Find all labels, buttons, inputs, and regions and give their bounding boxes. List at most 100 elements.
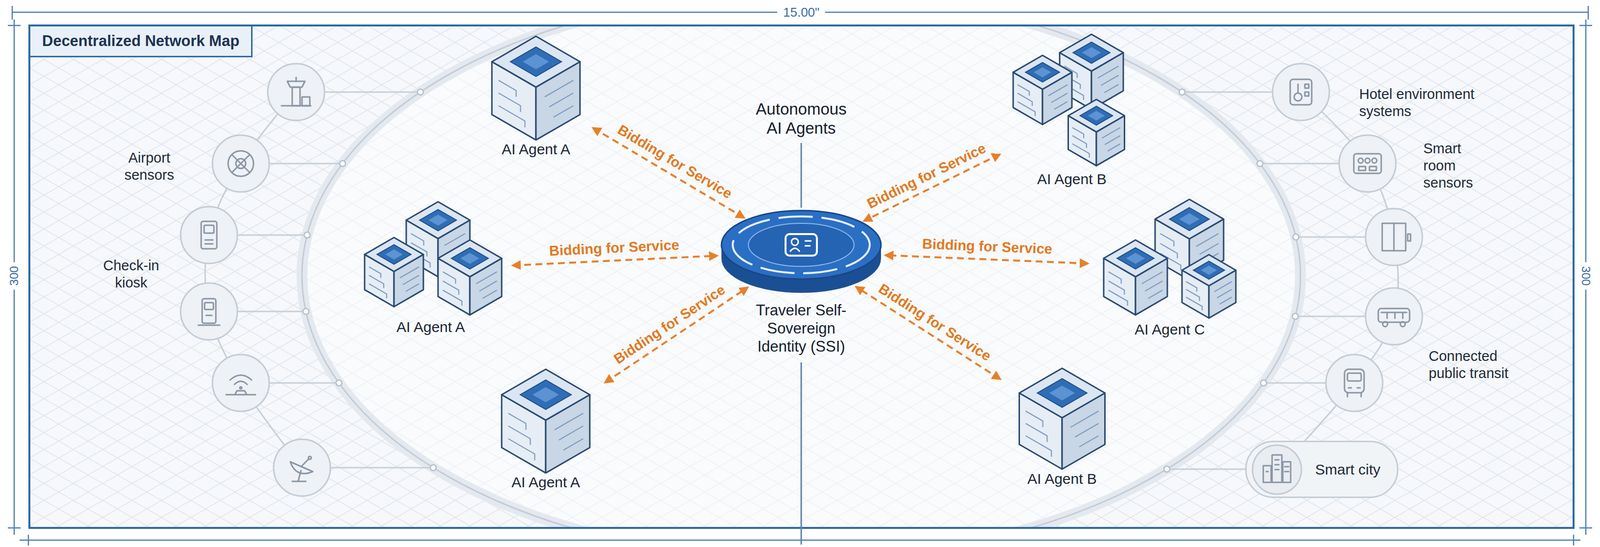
dimension-line [1579, 24, 1593, 27]
device-circle [212, 135, 270, 192]
agent-cube [1068, 99, 1125, 166]
link-dot [339, 160, 346, 167]
device-icon [1344, 369, 1365, 397]
bidding-arrow [856, 286, 1000, 379]
chip-core [1126, 252, 1146, 264]
chip [451, 247, 488, 270]
device-circle [1365, 287, 1423, 345]
circuit-trace [1108, 280, 1125, 295]
disc-inner [748, 223, 855, 267]
dimension-line [27, 534, 30, 546]
chip-core [460, 252, 480, 264]
icon-part [204, 225, 214, 233]
device-label: Hotel environment systems [1359, 85, 1507, 120]
disc-top [721, 210, 882, 279]
smart-city-pill: Smart city [1245, 440, 1399, 498]
icon-part [1348, 387, 1361, 389]
device-icon [198, 298, 220, 325]
edge-label: Bidding for Service [612, 120, 737, 204]
circuit-trace [498, 92, 521, 113]
axis-line [800, 142, 803, 208]
agent-label: AI Agent B [1027, 469, 1097, 488]
device-icon [290, 456, 313, 482]
device-link [324, 91, 421, 93]
chip-core [1088, 110, 1106, 121]
cube-top-face [1019, 368, 1106, 418]
circuit-trace [1108, 289, 1128, 306]
id-person [789, 240, 812, 252]
ai-agent: AI Agent B [1003, 367, 1121, 492]
link-dot [303, 231, 310, 238]
icon-part [292, 470, 306, 482]
ai-agent: AI Agent C [1091, 198, 1249, 343]
circuit-trace [549, 92, 574, 108]
device-link [1259, 162, 1340, 165]
agent-cubes [1003, 367, 1121, 470]
icon-part [1382, 223, 1406, 251]
icon-part [1347, 372, 1362, 381]
map-title: Decentralized Network Map [30, 26, 253, 58]
circuit-trace [1017, 92, 1033, 106]
device-link [1182, 91, 1273, 93]
device-circle [180, 206, 238, 264]
device-chain [205, 92, 302, 468]
axis-line [800, 362, 803, 545]
icon-part [234, 381, 248, 385]
device-label: Smart room sensors [1423, 139, 1492, 191]
icon-part [204, 302, 214, 310]
icon-part [228, 150, 254, 177]
agent-cubes [489, 368, 603, 474]
icon-part [231, 154, 250, 173]
device-node [267, 63, 325, 121]
dimension-text: 300 [1578, 261, 1594, 290]
circuit-trace [508, 438, 535, 461]
cube-top-face [1013, 55, 1072, 90]
chip [1025, 62, 1060, 83]
icon-part [287, 81, 305, 88]
bidding-arrow [512, 255, 718, 266]
ring-glow [301, 25, 1301, 528]
device-label: Connected public transit [1428, 347, 1532, 382]
ai-agent: AI Agent A [489, 368, 603, 495]
circuit-trace [1199, 243, 1219, 255]
agent-cube [1182, 254, 1236, 319]
bidding-arrow [885, 255, 1089, 264]
circuit-trace [1097, 66, 1119, 78]
icon-part [1358, 166, 1366, 171]
icon-part [292, 87, 301, 106]
circuit-trace [369, 283, 387, 299]
dimension-line [7, 527, 21, 529]
device-circle [180, 282, 238, 340]
icon-part [1266, 459, 1289, 472]
icon-part [295, 77, 298, 82]
link-dot [302, 308, 309, 315]
icon-part [308, 456, 312, 460]
device-link [1166, 468, 1246, 470]
circuit-trace [1141, 271, 1163, 284]
circuit-trace [498, 105, 526, 128]
circuit-trace [1079, 435, 1099, 447]
icon-part [1304, 84, 1309, 89]
icon-part [202, 298, 216, 324]
circuit-trace [1048, 84, 1068, 96]
device-link [1263, 382, 1326, 384]
agent-cube [501, 369, 590, 473]
icon-part [198, 315, 220, 325]
device-link [1295, 236, 1366, 238]
chip [1080, 106, 1114, 126]
device-node [1272, 63, 1330, 121]
dimension-lines [7, 5, 1593, 546]
node-label: Smart city [1315, 460, 1381, 479]
agent-cube [1019, 368, 1106, 469]
agent-cube [1103, 239, 1168, 315]
icon-part [1290, 79, 1312, 105]
link-dot [336, 379, 343, 386]
icon-part [1263, 465, 1272, 483]
circuit-trace [1054, 101, 1068, 110]
circuit-trace [1070, 411, 1099, 428]
device-label: Check-in kiosk [94, 256, 168, 292]
icon-part [1344, 369, 1365, 393]
icon-part [1393, 223, 1395, 251]
cube-top-face [1155, 199, 1224, 239]
